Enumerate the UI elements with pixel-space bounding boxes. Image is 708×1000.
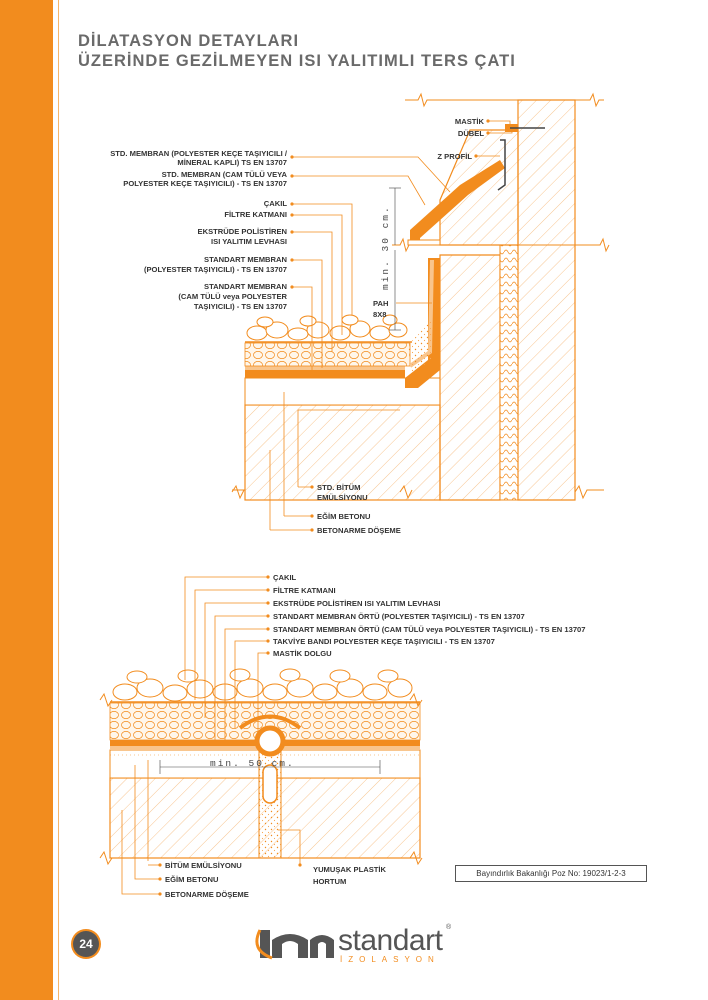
d1-xps — [244, 342, 411, 367]
d1-pah — [408, 320, 432, 372]
d1-label-0: STD. MEMBRAN (POLYESTER KEÇE TAŞIYICILI … — [110, 149, 288, 158]
d1-label-6: EKSTRÜDE POLİSTİREN — [198, 227, 287, 236]
d1-label-mastik: MASTİK — [455, 117, 485, 126]
d1-break-top — [405, 92, 604, 108]
d1-membrane — [245, 370, 405, 378]
logo-subtitle: İZOLASYON — [340, 955, 440, 964]
d2-label-hose-2: HORTUM — [313, 877, 346, 886]
d1-label-4: ÇAKIL — [264, 199, 288, 208]
d1-upper-block — [439, 129, 519, 246]
diagram-2: min. 50 cm. ÇAKIL FİLTRE KATMAN — [99, 573, 586, 899]
orange-sidebar — [0, 0, 53, 1000]
title-line-1: DİLATASYON DETAYLARI — [78, 32, 300, 50]
d2-dimension: min. 50 cm. — [210, 758, 295, 769]
d1-label-1: MİNERAL KAPLI) TS EN 13707 — [177, 158, 287, 167]
d2-label-3: STANDART MEMBRAN ÖRTÜ (POLYESTER TAŞIYIC… — [273, 612, 525, 621]
d1-upstand — [439, 254, 501, 501]
d2-leaders — [121, 576, 301, 895]
d1-ledge — [407, 239, 441, 246]
d1-label-3: POLYESTER KEÇE TAŞIYICILI) - TS EN 13707 — [123, 179, 287, 188]
d2-label-1: FİLTRE KATMANI — [273, 586, 336, 595]
d2-label-5: TAKVİYE BANDI POLYESTER KEÇE TAŞIYICILI … — [273, 637, 495, 646]
d1-break-mid — [392, 237, 610, 253]
d2-soft-hose — [254, 725, 286, 757]
d1-label-dubel: DÜBEL — [458, 129, 485, 138]
d1-label-pah: PAH — [373, 299, 388, 308]
d2-label-6: MASTİK DOLGU — [273, 649, 332, 658]
d2-label-0: ÇAKIL — [273, 573, 297, 582]
d2-label-2: EKSTRÜDE POLİSTİREN ISI YALITIM LEVHASI — [273, 599, 441, 608]
d2-label-bitum: BİTÜM EMÜLSİYONU — [165, 861, 242, 870]
d1-label-10: STANDART MEMBRAN — [204, 282, 287, 291]
logo-wordmark: standart — [338, 924, 443, 957]
d1-leaders — [292, 156, 451, 372]
page-number: 24 — [73, 931, 99, 957]
d1-label-2: STD. MEMBRAN (CAM TÜLÜ VEYA — [162, 170, 288, 179]
title-line-2: ÜZERİNDE GEZİLMEYEN ISI YALITIMLI TERS Ç… — [78, 52, 516, 70]
d1-dimension: min. 30 cm. — [380, 205, 391, 290]
d1-label-egim: EĞİM BETONU — [317, 512, 371, 521]
d1-label-zprofil: Z PROFİL — [437, 152, 472, 161]
d2-label-egim: EĞİM BETONU — [165, 875, 219, 884]
d1-leader-dots — [290, 155, 294, 289]
d1-joint-insulation — [499, 244, 519, 501]
d1-z-profile — [497, 139, 506, 191]
d1-bottom-line — [232, 489, 440, 501]
d1-upturn-membrane — [405, 258, 440, 388]
registered-mark: ® — [446, 924, 452, 931]
logo-mark — [255, 929, 334, 960]
d2-reinforcement-band — [238, 714, 302, 730]
reference-box: Bayındırlık Bakanlığı Poz No: 19023/1-2-… — [455, 865, 647, 882]
d1-label-bitum: STD. BİTÜM — [317, 483, 360, 492]
d1-label-8: STANDART MEMBRAN — [204, 255, 287, 264]
d1-label-9: (POLYESTER TAŞIYICILI) - TS EN 13707 — [144, 265, 287, 274]
d2-label-hose-1: YUMUŞAK PLASTİK — [313, 865, 387, 874]
d2-joint-tube — [262, 764, 278, 804]
d1-label-12: TAŞIYICILI) - TS EN 13707 — [194, 302, 287, 311]
d1-label-betonarme: BETONARME DÖŞEME — [317, 526, 401, 535]
d1-label-5: FİLTRE KATMANI — [224, 210, 287, 219]
d1-label-pah-size: 8X8 — [373, 310, 387, 319]
d2-gravel — [112, 668, 413, 702]
d1-right-wall — [517, 99, 576, 501]
d1-membrane-2 — [245, 366, 405, 370]
d1-label-7: ISI YALITIM LEVHASI — [211, 237, 287, 246]
d1-label-emulsion: EMÜLSİYONU — [317, 493, 368, 502]
d1-label-11: (CAM TÜLÜ veya POLYESTER — [178, 292, 287, 301]
d1-cover-membrane — [410, 160, 505, 245]
diagram-1: min. 30 cm. — [110, 92, 610, 535]
d2-label-4: STANDART MEMBRAN ÖRTÜ (CAM TÜLÜ veya POL… — [273, 625, 586, 634]
sidebar-rule — [58, 0, 59, 1000]
d2-label-betonarme: BETONARME DÖŞEME — [165, 890, 249, 899]
